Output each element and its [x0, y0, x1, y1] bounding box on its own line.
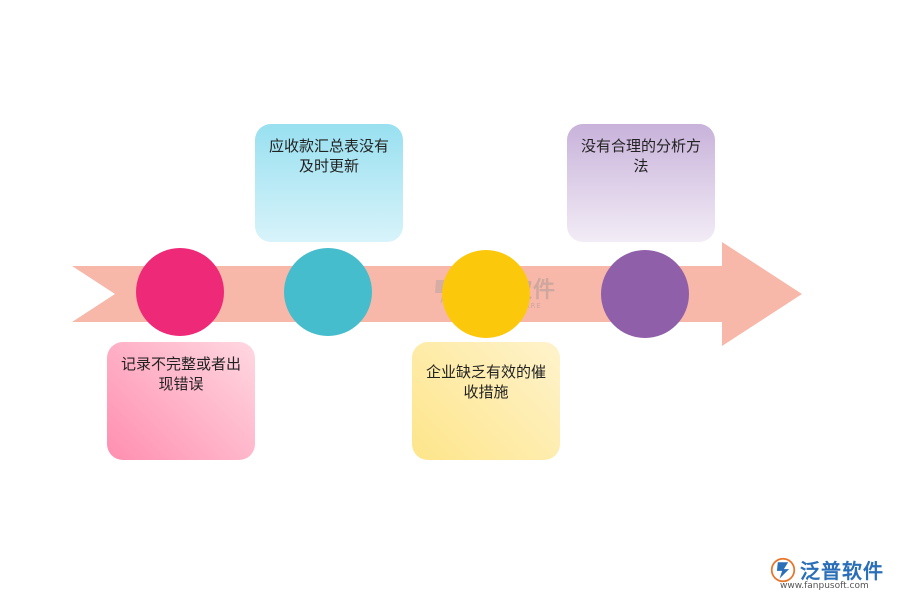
brand-logo: 泛普软件 www.fanpusoft.com	[770, 555, 884, 591]
timeline-node-1	[136, 248, 224, 336]
problem-card-1: 记录不完整或者出现错误	[107, 342, 255, 460]
problem-card-4: 没有合理的分析方法	[567, 124, 715, 242]
problem-card-2-text: 应收款汇总表没有及时更新	[268, 137, 389, 175]
problem-card-1-text: 记录不完整或者出现错误	[120, 355, 241, 393]
timeline-node-3	[442, 250, 530, 338]
problem-card-4-text: 没有合理的分析方法	[580, 137, 701, 175]
problem-card-3-text: 企业缺乏有效的催收措施	[425, 363, 546, 401]
problem-card-3: 企业缺乏有效的催收措施	[412, 342, 560, 460]
fanpu-brand-icon	[770, 557, 796, 582]
timeline-node-2	[284, 248, 372, 336]
brand-url: www.fanpusoft.com	[780, 581, 869, 591]
brand-logo-text: 泛普软件	[800, 559, 884, 583]
problem-card-2: 应收款汇总表没有及时更新	[255, 124, 403, 242]
timeline-node-4	[601, 250, 689, 338]
